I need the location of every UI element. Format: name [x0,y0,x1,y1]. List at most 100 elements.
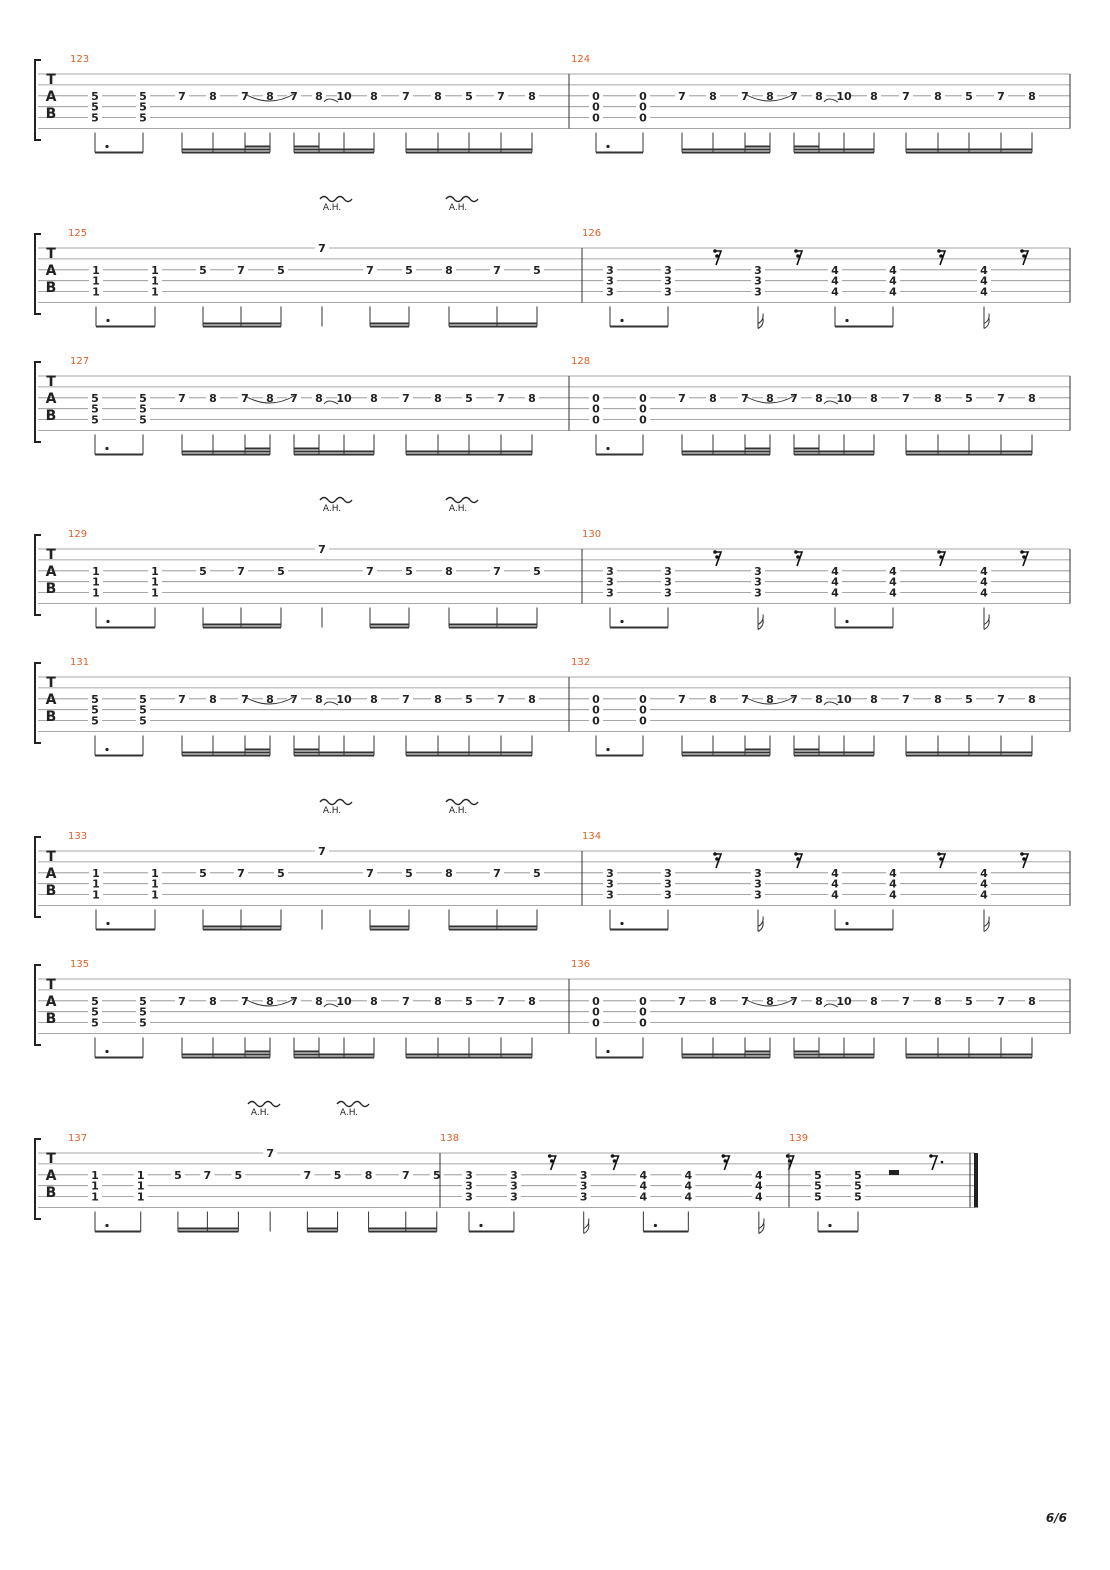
fret-number: 1 [92,867,100,880]
fret-number: 4 [889,264,897,277]
fret-bg [867,994,881,1006]
fret-number: 5 [91,112,99,125]
fret-number: 5 [854,1180,862,1193]
fret-bg [506,1168,521,1180]
fret-number: 4 [889,889,897,902]
fret-number: 3 [754,587,762,600]
fret-bg [661,888,675,900]
rest-dot [939,254,943,258]
fret-number: 7 [790,90,798,103]
rest-mark [713,550,723,567]
fret-bg [525,994,539,1006]
fret-bg [899,994,913,1006]
fret-number: 8 [434,693,442,706]
fret-bg [431,994,445,1006]
fret-bg [636,1005,650,1017]
fret-bg [661,866,675,878]
fret-number: 4 [684,1169,692,1182]
fret-bg [399,994,413,1006]
slur [244,696,295,705]
rest-dot [939,555,943,559]
fret-bg [136,89,150,101]
fret-bg [490,263,504,275]
fret-number: 4 [831,286,839,299]
fret-bg [681,1179,696,1191]
fret-number: 5 [814,1169,822,1182]
fret-bg [994,391,1008,403]
fret-number: 0 [592,704,600,717]
fret-number: 8 [815,90,823,103]
fret-number: 4 [980,286,988,299]
fret-number: 0 [592,414,600,427]
fret-number: 7 [241,995,249,1008]
fret-number: 7 [237,565,245,578]
system-bracket [34,59,41,141]
fret-bg [589,391,603,403]
measure-number: 132 [571,657,590,668]
measure-number: 128 [571,356,590,367]
fret-bg [234,263,248,275]
fret-bg [886,575,900,587]
fret-number: 7 [497,693,505,706]
fret-bg [136,1016,150,1028]
fret-bg [751,1179,766,1191]
fret-number: 5 [91,1017,99,1030]
fret-bg [886,586,900,598]
fret-number: 4 [980,275,988,288]
fret-bg [751,575,765,587]
measure-number: 138 [440,1133,459,1144]
rest-dot [713,852,717,856]
fret-number: 8 [445,264,453,277]
fret-number: 3 [664,565,672,578]
fret-number: 7 [493,867,501,880]
fret-number: 5 [139,704,147,717]
artificial-harmonic-marking: A.H. [247,1100,281,1118]
fret-number: 7 [493,264,501,277]
rest-dot [610,1154,615,1158]
fret-bg [661,575,675,587]
ah-label: A.H. [251,1108,269,1118]
fret-number: 3 [754,264,762,277]
fret-bg [462,692,476,704]
measure-number: 131 [70,657,89,668]
fret-number: 4 [831,264,839,277]
fret-bg [589,994,603,1006]
rest-dot [787,1159,792,1163]
fret-number: 3 [606,867,614,880]
fret-number: 0 [592,715,600,728]
artificial-harmonic-marking: A.H. [445,496,479,514]
fret-bg [287,994,301,1006]
fret-number: 1 [92,889,100,902]
fret-number: 3 [754,286,762,299]
fret-number: 5 [465,90,473,103]
note-flag [583,1218,590,1234]
fret-bg [136,703,150,715]
fret-number: 3 [664,264,672,277]
fret-bg [136,100,150,112]
fret-bg [363,866,377,878]
system-bracket [34,233,41,315]
fret-number: 7 [318,845,326,858]
measure-number: 130 [582,529,601,540]
fret-bg [787,391,801,403]
fret-number: 0 [592,392,600,405]
fret-bg [530,263,544,275]
fret-bg [399,391,413,403]
fret-number: 5 [91,101,99,114]
fret-bg [899,692,913,704]
fret-number: 10 [836,693,852,706]
fret-bg [603,575,617,587]
fret-number: 7 [266,1147,274,1160]
ah-label: A.H. [323,203,341,213]
fret-bg [661,586,675,598]
fret-number: 7 [178,392,186,405]
rest-dot [715,857,719,861]
rest-mark [937,249,947,266]
fret-bg [589,692,603,704]
tab-letter: A [46,89,57,105]
fret-number: 7 [178,995,186,1008]
final-barline-thick [974,1153,978,1208]
fret-number: 3 [754,889,762,902]
fret-bg [931,89,945,101]
